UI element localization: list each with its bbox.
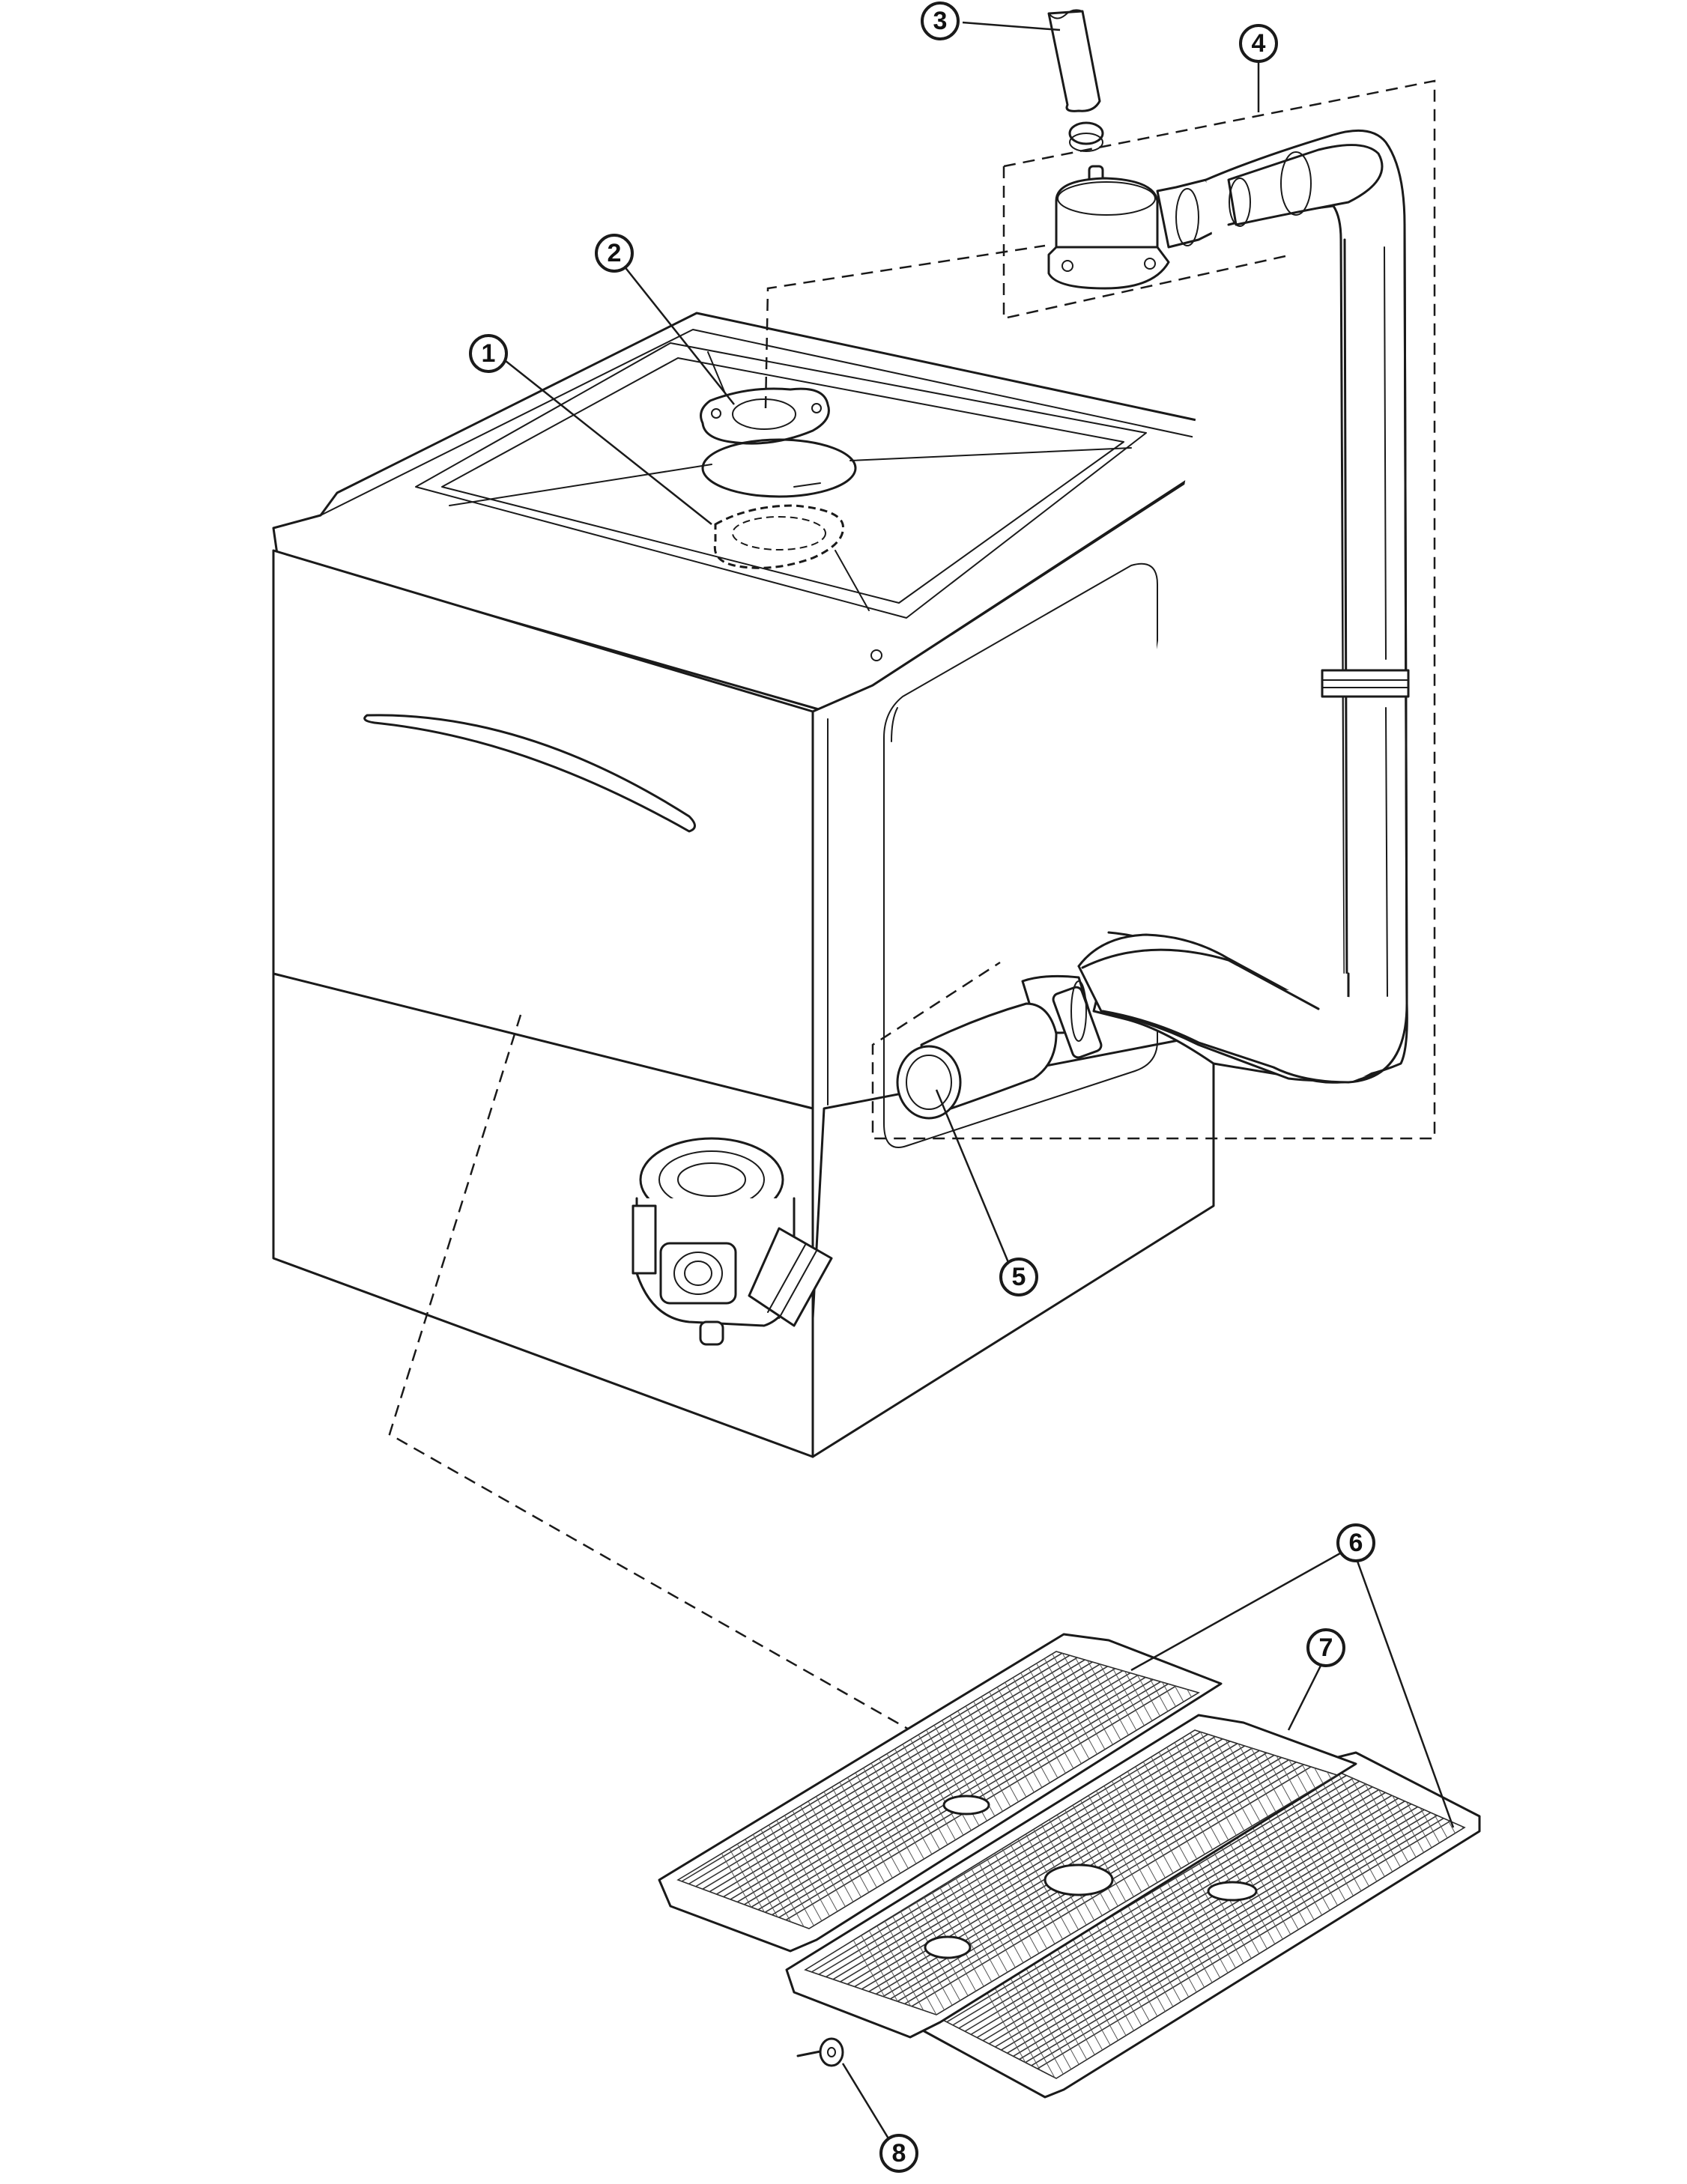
leader-7	[1287, 1654, 1327, 1731]
grate-fastener	[796, 2037, 844, 2067]
assembly-line-vent	[871, 79, 1436, 1140]
strainer-filter	[896, 1002, 1058, 1120]
callout-4-label: 4	[1252, 29, 1266, 58]
gasket-ring	[713, 504, 844, 569]
grate-handle-slot	[924, 1935, 972, 1959]
callout-6: 6	[1336, 1523, 1375, 1562]
callout-7: 7	[1306, 1628, 1345, 1667]
assembly-line-lid	[764, 244, 1046, 409]
callout-8-label: 8	[892, 2139, 906, 2168]
drain-pipe	[1092, 129, 1410, 1084]
leader-3	[962, 21, 1061, 31]
vent-cap-assembly	[1047, 165, 1230, 290]
grate-handle-slot	[1044, 1863, 1114, 1896]
callout-4: 4	[1239, 24, 1278, 63]
tank-body	[272, 312, 1236, 1458]
callout-3: 3	[921, 1, 960, 40]
callout-8: 8	[879, 2134, 918, 2173]
leader-6b	[1351, 1546, 1455, 1828]
callout-2: 2	[595, 234, 634, 273]
callout-3-label: 3	[933, 7, 948, 35]
leader-8	[841, 2063, 897, 2150]
callout-2-label: 2	[608, 239, 622, 267]
leader-5	[935, 1089, 1013, 1270]
drain-pump-valve	[632, 1137, 833, 1346]
callout-7-label: 7	[1319, 1634, 1333, 1662]
leader-2	[617, 258, 735, 405]
callout-1: 1	[469, 334, 508, 373]
hose-clamp	[1068, 121, 1104, 152]
callout-1-label: 1	[482, 339, 496, 368]
grate-handle-slot	[1207, 1881, 1258, 1902]
leader-1	[501, 357, 712, 525]
callout-6-label: 6	[1349, 1529, 1363, 1557]
callout-5: 5	[999, 1258, 1038, 1296]
assembly-line-vent-box	[1002, 166, 1293, 320]
leader-6a	[1130, 1545, 1353, 1672]
inlet-tube	[1047, 9, 1101, 112]
callout-5-label: 5	[1012, 1263, 1026, 1291]
assembly-line-grate	[388, 1014, 911, 1732]
grate-handle-slot	[942, 1795, 990, 1816]
